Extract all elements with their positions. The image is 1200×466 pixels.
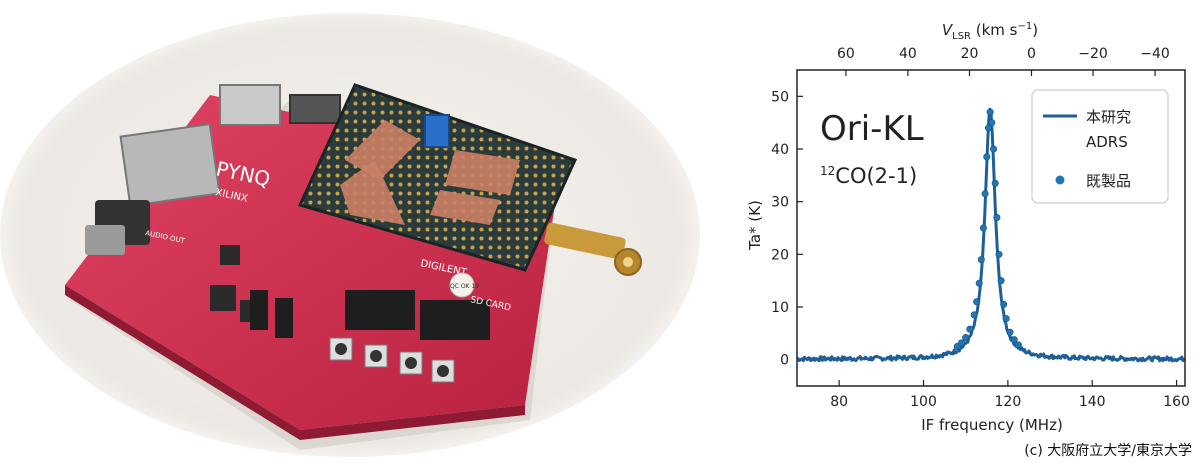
- line-name: 12CO(2-1): [820, 164, 917, 188]
- y-tick-label: 20: [771, 247, 789, 263]
- series-point-commercial: [957, 339, 965, 347]
- legend-label-commercial: 既製品: [1086, 172, 1131, 190]
- legend-marker-swatch: [1055, 175, 1065, 185]
- series-layer: [796, 107, 1187, 363]
- copper-pad: [445, 150, 520, 195]
- board-chip: [210, 285, 236, 311]
- series-point-commercial: [966, 325, 974, 333]
- slide-switch: [275, 298, 293, 338]
- series-point-commercial: [986, 108, 994, 116]
- top-tick-label: 0: [1027, 46, 1036, 62]
- slide-switch: [250, 290, 268, 330]
- sma-connector: [544, 222, 642, 276]
- perfboard-shield: [297, 83, 578, 272]
- y-tick-label: 10: [771, 300, 789, 316]
- series-point-commercial: [990, 145, 998, 153]
- series-point-commercial: [970, 311, 978, 319]
- push-buttons: [329, 337, 455, 383]
- audio-jack: [85, 225, 125, 255]
- top-tick-label: 20: [961, 46, 979, 62]
- top-tick-label: 60: [837, 46, 855, 62]
- top-tick-label: −20: [1078, 46, 1108, 62]
- series-point-commercial: [1010, 336, 1018, 344]
- qc-sticker: QC OK 19: [449, 272, 479, 298]
- series-point-commercial: [981, 190, 989, 198]
- y-tick-label: 40: [771, 142, 789, 158]
- trimmer-potentiometer: [424, 114, 450, 148]
- series-point-commercial: [1000, 300, 1008, 308]
- copper-pad: [340, 160, 405, 225]
- y-tick-label: 50: [771, 89, 789, 105]
- y-tick-label: 30: [771, 195, 789, 211]
- plot-frame: [796, 69, 1186, 387]
- ethernet-port: [119, 122, 221, 208]
- y-tick-label: 0: [780, 353, 789, 369]
- board-illustration: PYNQ XILINX DIGILENT SD CARD AUDIO OUT Q…: [0, 13, 700, 457]
- x-tick-label: 160: [1163, 394, 1190, 410]
- series-point-commercial: [962, 334, 970, 342]
- series-point-commercial: [988, 119, 996, 127]
- fpga-board-photo: PYNQ XILINX DIGILENT SD CARD AUDIO OUT Q…: [0, 13, 700, 457]
- x-axis-label: IF frequency (MHz): [921, 416, 1063, 434]
- x-tick-label: 100: [910, 394, 937, 410]
- copper-pad: [430, 190, 500, 225]
- legend-label-adrs: ADRS: [1086, 133, 1128, 151]
- image-credit: (c) 大阪府立大学/東京大学: [1024, 443, 1192, 459]
- x-tick-label: 120: [995, 394, 1022, 410]
- series-point-commercial: [977, 256, 985, 264]
- series-point-commercial: [973, 298, 981, 306]
- pin-header: [345, 290, 415, 330]
- y-axis-ticks: 0 10 20 30 40 50: [771, 89, 803, 369]
- hdmi-port: [289, 94, 341, 124]
- series-point-commercial: [975, 279, 983, 287]
- series-point-commercial: [993, 213, 1001, 221]
- top-axis-ticks: 60 40 20 0 −20 −40: [837, 46, 1170, 76]
- pin-header: [420, 300, 490, 340]
- legend-label-this-work: 本研究: [1086, 108, 1131, 126]
- series-point-commercial: [991, 179, 999, 187]
- series-point-commercial: [979, 224, 987, 232]
- chart-legend: 本研究 ADRS 既製品: [1031, 89, 1169, 204]
- series-point-commercial: [997, 277, 1005, 285]
- x-tick-label: 140: [1079, 394, 1106, 410]
- x-tick-label: 80: [830, 394, 848, 410]
- y-axis-label: Ta* (K): [746, 200, 764, 251]
- top-axis-label: VLSR (km s−1): [942, 21, 1038, 42]
- series-point-commercial: [1002, 315, 1010, 323]
- series-point-commercial: [984, 124, 992, 132]
- x-axis-ticks: 80 100 120 140 160: [830, 380, 1190, 410]
- legend-box: [1031, 89, 1169, 204]
- series-point-commercial: [995, 250, 1003, 258]
- series-point-commercial: [1006, 328, 1014, 336]
- top-tick-label: 40: [899, 46, 917, 62]
- usb-port: [219, 84, 281, 126]
- source-name: Ori-KL: [820, 109, 924, 149]
- board-chip: [220, 245, 240, 265]
- svg-text:QC OK 19: QC OK 19: [450, 283, 479, 290]
- series-point-commercial: [1014, 341, 1022, 349]
- top-tick-label: −40: [1140, 46, 1170, 62]
- series-point-commercial: [983, 153, 991, 161]
- copper-pad: [345, 120, 420, 180]
